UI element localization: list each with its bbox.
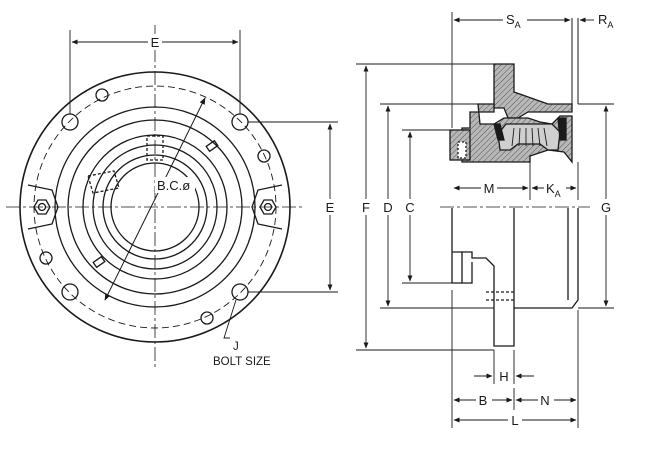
locking-slot-upper [205, 139, 219, 153]
section-labels: SA RA F D C G M KA H B N L [359, 11, 613, 428]
label-g: G [601, 200, 611, 215]
rollers [511, 127, 548, 147]
label-j: J [233, 341, 239, 353]
front-view [6, 25, 304, 368]
label-bolt-circle: B.C.ø [157, 178, 190, 193]
flange-outer-circle [19, 71, 291, 343]
aux-hole-2 [257, 149, 271, 163]
section-dimensions [356, 12, 614, 428]
locking-slot-lower [92, 255, 106, 269]
label-ka: KA [546, 181, 561, 199]
label-ra: RA [598, 12, 613, 30]
front-labels: E E B.C.ø J BOLT SIZE [148, 34, 339, 368]
label-n: N [540, 393, 549, 408]
label-m: M [484, 181, 495, 196]
upper-flange-section [493, 63, 573, 119]
aux-hole-1 [95, 88, 109, 102]
bolt-hole-bottom-left [61, 283, 79, 301]
aux-hole-4 [200, 311, 214, 325]
label-f: F [362, 200, 370, 215]
label-l: L [511, 413, 518, 428]
label-bolt-size: BOLT SIZE [213, 356, 271, 368]
label-c: C [405, 200, 414, 215]
bolt-hole-top-left [61, 113, 79, 131]
label-h: H [499, 369, 508, 384]
bolt-hole-top-right [231, 113, 249, 131]
label-d: D [383, 200, 392, 215]
left-grease-fitting-icon [33, 199, 51, 215]
left-pad [27, 184, 59, 230]
bolt-size-leader [223, 299, 237, 339]
right-grease-fitting-icon [259, 199, 277, 215]
label-e-side: E [326, 200, 335, 215]
set-screw [457, 141, 467, 159]
left-seal [493, 123, 505, 141]
bolt-circle-diameter-line [104, 97, 206, 301]
aux-hole-3 [39, 251, 53, 265]
front-dimensions [69, 30, 338, 339]
label-b: B [479, 393, 488, 408]
section-view [440, 18, 590, 347]
right-seal [557, 117, 567, 141]
lower-body-outline [451, 208, 579, 347]
label-sa: SA [506, 12, 521, 30]
right-pad [251, 184, 283, 230]
label-e-top: E [151, 35, 160, 50]
bolt-hole-bottom-right [231, 283, 249, 301]
